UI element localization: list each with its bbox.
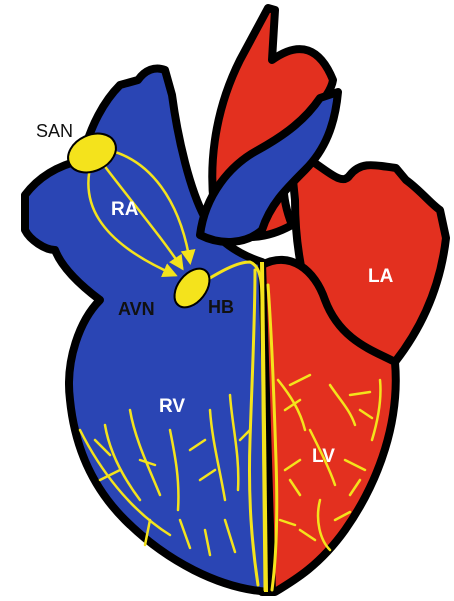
label-la: LA — [368, 266, 394, 287]
label-ra: RA — [111, 199, 139, 220]
label-rv: RV — [159, 396, 185, 417]
label-hb: HB — [208, 297, 234, 317]
label-san: SAN — [36, 121, 73, 141]
label-lv: LV — [312, 446, 335, 467]
label-avn: AVN — [118, 299, 155, 319]
